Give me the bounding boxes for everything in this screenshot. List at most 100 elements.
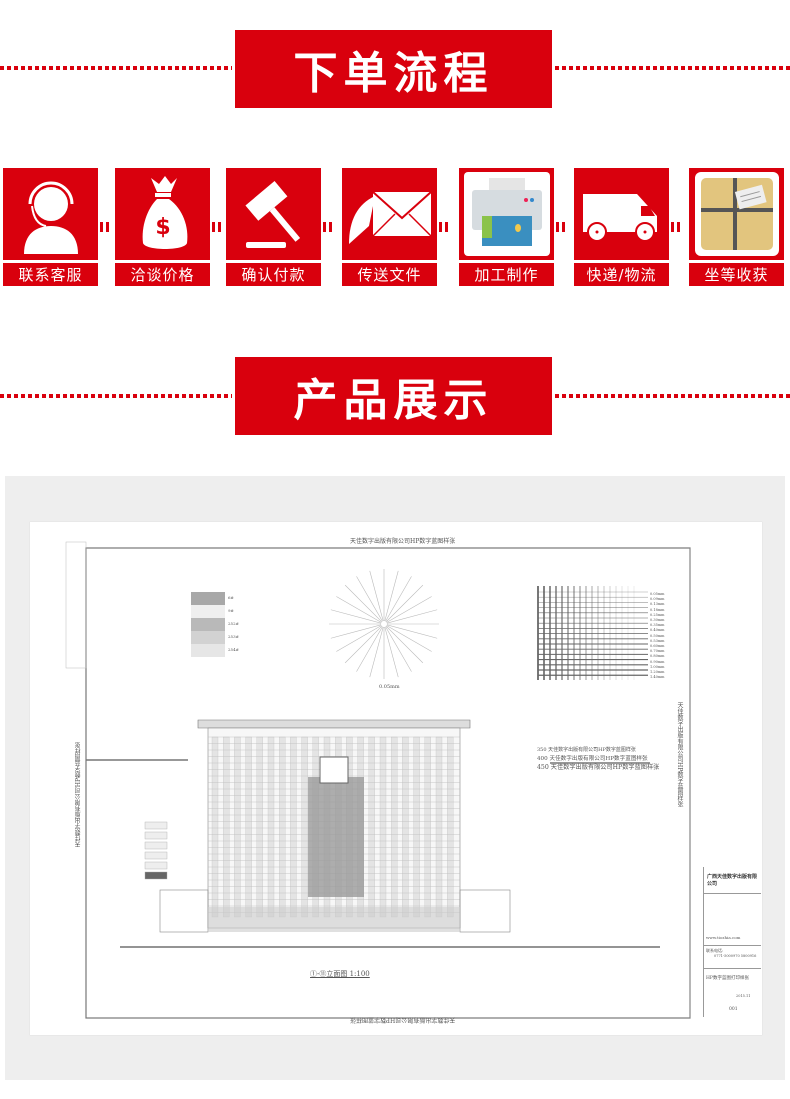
step-separator [671,222,681,232]
process-step-label: 快递/物流 [574,263,669,286]
font-sample-size: 450 [537,764,549,771]
font-sample-size: 350 [537,747,547,753]
font-sample-text: 天佳数字出版有限公司HP数字蓝图样张 [549,756,648,762]
starburst-line [369,570,384,622]
window-column [424,736,431,918]
line-width-label: 0.50mm [650,633,665,638]
gray-swatch [191,644,225,657]
line-width-label: 0.35mm [650,623,665,628]
process-step-label: 洽谈价格 [115,263,210,286]
gray-swatch [191,618,225,631]
starburst-line [336,596,382,623]
process-step: 坐等收获 [689,168,784,286]
elevation-drawing [65,541,691,1019]
process-step-label: 联系客服 [3,263,98,286]
line-width-label: 1.40mm [650,675,665,680]
window-column [391,736,398,918]
process-step: 加工制作 [459,168,554,286]
line-width-label: 0.09mm [650,597,665,602]
swatch-label: 253# [228,634,239,639]
line-width-label: 0.53mm [650,638,665,643]
starburst-line [386,609,438,624]
starburst-line [385,626,412,672]
starburst-line [356,626,383,672]
van-icon [574,168,669,260]
starburst-line [385,576,412,622]
process-step-label: 坐等收获 [689,263,784,286]
starburst-line [384,570,399,622]
starburst-line [344,625,383,664]
starburst-line [386,625,432,652]
window-column [290,736,297,918]
center-window [319,756,349,784]
line-width-label: 0.13mm [650,602,665,607]
starburst-line [369,626,384,678]
line-width-label: 1.00mm [650,664,665,669]
printer-icon [459,168,554,260]
starburst-line [344,584,383,623]
line-width-label: 1.20mm [650,670,665,674]
step-separator [439,222,449,232]
line-width-label: 0.25mm [650,612,665,617]
window-column [301,736,308,918]
legend-swatch [144,861,168,870]
window-column [245,736,252,918]
starburst-label: 0.05mm [379,684,400,690]
legend-swatch [144,871,168,880]
starburst-line [356,576,383,622]
right-wing [459,889,511,933]
line-width-label: 0.90mm [650,659,665,664]
center-curtain-wall [308,777,364,897]
legend-swatch [144,821,168,830]
font-sample: 450 天佳数字出版有限公司HP数字蓝图样张 [537,762,659,771]
step-separator [323,222,333,232]
process-step: 确认付款 [226,168,321,286]
drawing-footer-mirrored: 天佳数字出版有限公司HP数字蓝图样张 [350,1016,456,1023]
font-sample-size: 400 [537,756,548,762]
roof [197,719,471,729]
title-block-date: 2015.11 [736,994,751,998]
starburst-line [336,625,382,652]
starburst-line [330,624,382,639]
starburst-line [330,609,382,624]
starburst-line [384,626,399,678]
swatch-label: 9# [228,608,234,613]
elevation-caption: ①-⑪立面图 1:100 [310,970,370,978]
section-title-order-process: 下单流程 [235,30,552,108]
window-column [234,736,241,918]
font-sample-text: 天佳数字出版有限公司HP数字蓝图样张 [548,747,636,753]
line-width-label: 0.30mm [650,618,665,622]
swatch-label: 6# [228,595,234,600]
svg-text:$: $ [155,215,170,240]
process-step: 快递/物流 [574,168,669,286]
window-column [211,736,219,918]
title-block-company: 广西天佳数字出版有限公司 [707,874,758,887]
decorative-dotted-line [555,66,790,70]
drawing-side-text-left: 天佳数字出版有限公司HP数字蓝图样张 [75,742,82,848]
process-step-label: 确认付款 [226,263,321,286]
window-column [413,736,420,918]
process-step: 联系客服 [3,168,98,286]
package-icon [689,168,784,260]
envelope-icon [342,168,437,260]
title-block-number: 001 [729,1007,738,1012]
font-sample: 350 天佳数字出版有限公司HP数字蓝图样张 [537,746,636,753]
step-separator [100,222,110,232]
drawing-side-text: 天佳数字出版有限公司HP数字蓝图样张 [676,702,683,808]
swatch-label: 254# [228,647,239,652]
line-width-label: 0.60mm [650,644,665,648]
window-column [435,736,443,918]
drawing-header: 天佳数字出版有限公司HP数字蓝图样张 [350,538,456,545]
line-width-label: 0.70mm [650,649,665,654]
font-sample: 400 天佳数字出版有限公司HP数字蓝图样张 [537,754,648,762]
money-bag-icon: $ [115,168,210,260]
process-step: $ 洽谈价格 [115,168,210,286]
window-column [368,736,375,918]
decorative-dotted-line [0,394,232,398]
step-separator [212,222,222,232]
line-width-label: 0.80mm [650,654,665,659]
gray-swatch [191,592,225,605]
title-block-website: www.tiozhia.com [706,935,741,940]
side-table [65,541,87,669]
title-block-sheet-name: HP数字蓝图打印样张 [706,976,749,981]
